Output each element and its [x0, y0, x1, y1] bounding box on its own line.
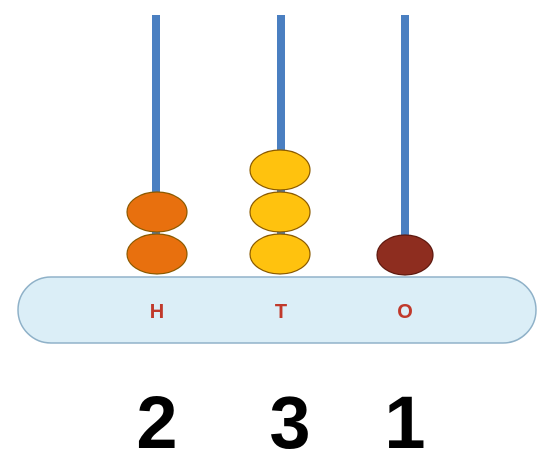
bead — [126, 233, 188, 275]
digit-tens: 3 — [269, 381, 310, 453]
digit-ones: 1 — [384, 381, 425, 453]
bead — [249, 191, 311, 233]
bead — [376, 234, 434, 276]
digit-hundreds: 2 — [136, 381, 177, 453]
label-tens: T — [275, 301, 287, 323]
beads-ones — [376, 234, 434, 276]
bead — [249, 149, 311, 191]
rod-tens — [277, 15, 285, 267]
label-ones: O — [397, 301, 413, 323]
bead — [126, 191, 188, 233]
rod-ones — [401, 15, 409, 267]
abacus-base — [17, 276, 537, 344]
rod-hundreds — [152, 15, 160, 267]
rods — [152, 15, 409, 267]
beads-hundreds — [126, 191, 188, 275]
bead — [249, 233, 311, 275]
label-hundreds: H — [150, 301, 164, 323]
beads-tens — [249, 149, 311, 275]
